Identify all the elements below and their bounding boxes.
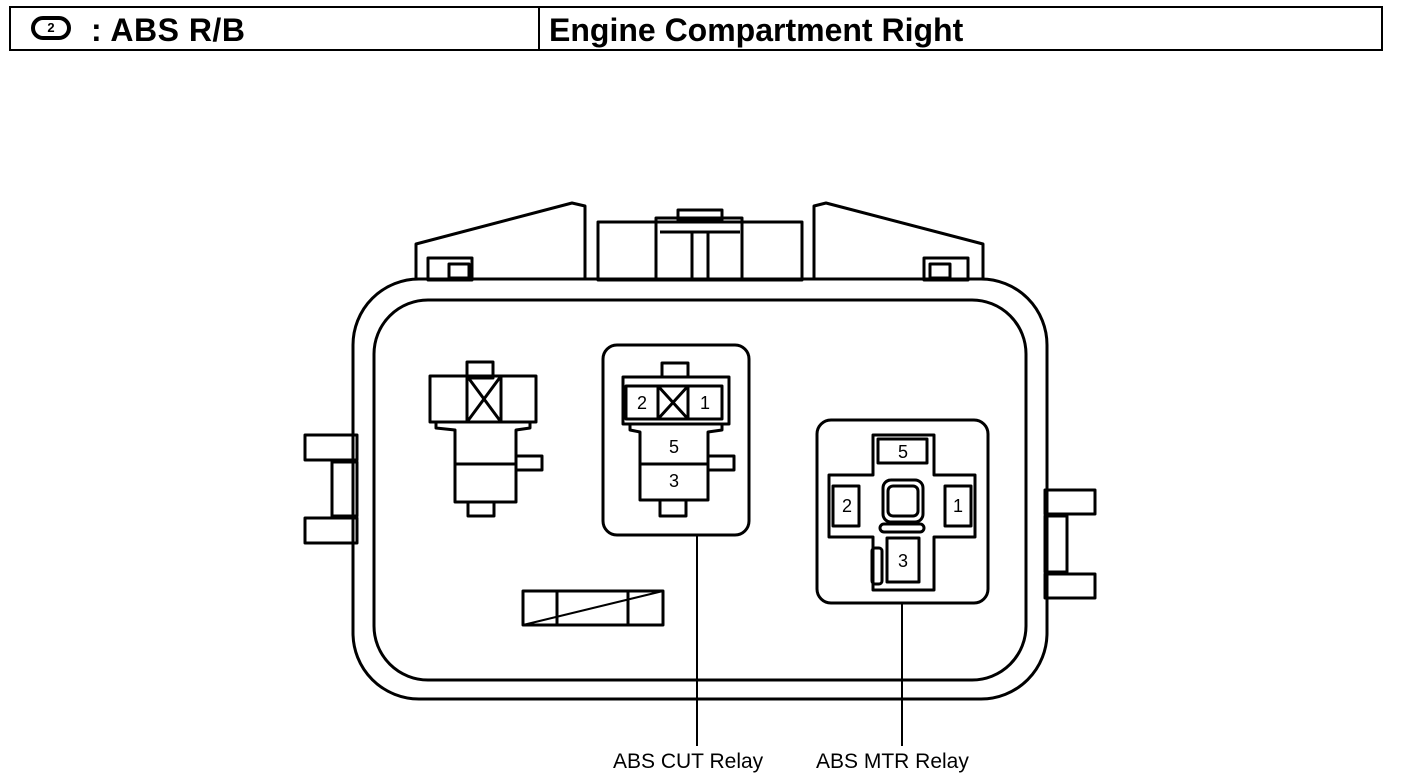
abs-cut-relay-label: ABS CUT Relay xyxy=(613,750,764,773)
abs-mtr-terminal-1: 1 xyxy=(953,496,963,516)
header-table: 2 : ABS R/B Engine Compartment Right xyxy=(9,6,1383,51)
location-label: Engine Compartment Right xyxy=(549,12,964,48)
header-component-cell: 2 : ABS R/B xyxy=(11,8,540,49)
empty-relay-slot xyxy=(428,360,544,518)
abs-cut-terminal-3: 3 xyxy=(669,471,679,491)
abs-cut-relay xyxy=(601,343,751,746)
component-name: : ABS R/B xyxy=(91,12,246,48)
top-brackets xyxy=(414,201,985,282)
abs-cut-terminal-2: 2 xyxy=(637,393,647,413)
connector-badge: 2 xyxy=(31,16,71,40)
abs-mtr-relay-label: ABS MTR Relay xyxy=(816,750,969,773)
abs-mtr-terminal-3: 3 xyxy=(898,551,908,571)
side-tabs xyxy=(303,433,1097,600)
outer-housing xyxy=(351,277,1049,701)
terminal-labels: 2 1 5 3 5 2 1 3 xyxy=(637,393,963,571)
abs-cut-terminal-1: 1 xyxy=(700,393,710,413)
inner-housing xyxy=(372,298,1028,682)
abs-mtr-relay xyxy=(815,418,990,746)
abs-mtr-terminal-5: 5 xyxy=(898,442,908,462)
nameplate-slot xyxy=(521,589,665,627)
abs-mtr-terminal-2: 2 xyxy=(842,496,852,516)
abs-cut-terminal-5: 5 xyxy=(669,437,679,457)
